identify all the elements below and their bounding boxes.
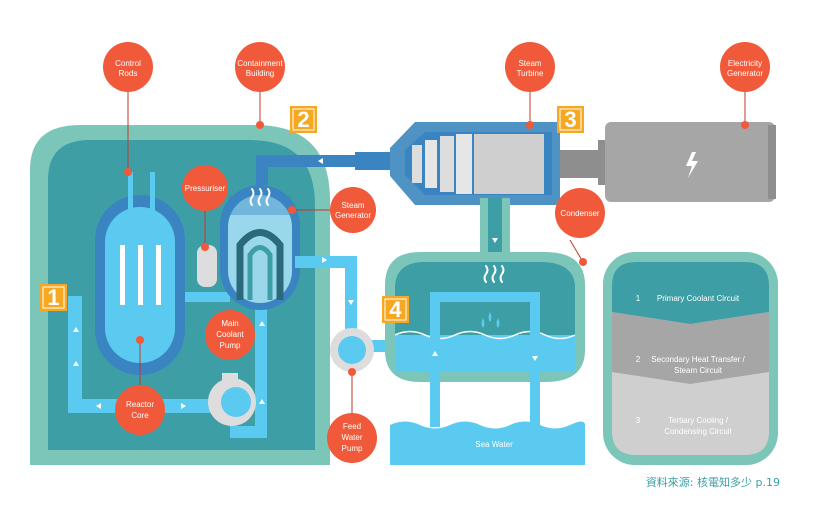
svg-text:1: 1 [636, 294, 641, 303]
lightning-icon [686, 152, 698, 178]
svg-text:Feed: Feed [343, 422, 361, 431]
svg-text:Core: Core [131, 411, 149, 420]
callout-condenser: Condenser [555, 188, 605, 238]
svg-text:3: 3 [636, 416, 641, 425]
sea-water-label: Sea Water [475, 440, 513, 449]
svg-text:Electricity: Electricity [728, 59, 762, 68]
marker-1: 1 [40, 284, 67, 311]
reactor-vessel [95, 172, 185, 375]
svg-text:Tertiary Cooling /: Tertiary Cooling / [668, 416, 729, 425]
svg-text:Steam: Steam [518, 59, 541, 68]
svg-text:Turbine: Turbine [517, 69, 544, 78]
callout-dots [124, 121, 749, 376]
svg-text:2: 2 [297, 107, 309, 132]
legend-item-2: 2 Secondary Heat Transfer / Steam Circui… [636, 355, 746, 375]
svg-text:Reactor: Reactor [126, 400, 154, 409]
svg-text:Steam Circuit: Steam Circuit [674, 366, 723, 375]
svg-text:Containment: Containment [237, 59, 283, 68]
callout-leaders [127, 90, 746, 413]
steam-icon [249, 188, 505, 283]
callout-control-rods: Control Rods [103, 42, 153, 92]
svg-text:3: 3 [564, 107, 576, 132]
callout-electricity-generator: Electricity Generator [720, 42, 770, 92]
svg-text:2: 2 [636, 355, 641, 364]
source-citation: 資料來源: 核電知多少 p.19 [645, 476, 780, 489]
callout-main-coolant-pump: Main Coolant Pump [205, 310, 255, 360]
svg-text:Coolant: Coolant [216, 330, 244, 339]
feed-water-pump [330, 328, 374, 372]
callout-containment-building: Containment Building [235, 42, 285, 92]
callout-steam-turbine: Steam Turbine [505, 42, 555, 92]
legend-panel: 1 Primary Coolant Circuit 2 Secondary He… [603, 252, 778, 465]
flow-arrow-icon [73, 158, 538, 409]
svg-text:1: 1 [47, 285, 59, 310]
svg-text:Generator: Generator [727, 69, 763, 78]
svg-text:Rods: Rods [119, 69, 138, 78]
svg-text:Steam: Steam [341, 201, 364, 210]
callout-steam-generator: Steam Generator [330, 187, 376, 233]
pressuriser [197, 245, 217, 287]
steam-line [256, 152, 390, 185]
callout-reactor-core: Reactor Core [115, 385, 165, 435]
svg-text:Condenser: Condenser [560, 209, 599, 218]
condenser [385, 198, 585, 382]
legend-item-1: 1 Primary Coolant Circuit [636, 294, 740, 303]
electricity-generator [560, 122, 776, 202]
svg-text:Secondary Heat Transfer /: Secondary Heat Transfer / [651, 355, 745, 364]
marker-2: 2 [290, 106, 317, 133]
svg-text:Pump: Pump [342, 444, 363, 453]
svg-text:4: 4 [389, 297, 402, 322]
callout-pressuriser: Pressuriser [182, 165, 228, 211]
steam-turbine [390, 122, 560, 205]
marker-4: 4 [382, 296, 409, 323]
svg-text:Pump: Pump [220, 341, 241, 350]
svg-text:Generator: Generator [335, 211, 371, 220]
svg-text:Pressuriser: Pressuriser [185, 184, 226, 193]
main-coolant-pump [208, 373, 256, 426]
svg-text:Condensing Circuit: Condensing Circuit [664, 427, 732, 436]
steam-generator [220, 185, 300, 310]
legend-item-3: 3 Tertiary Cooling / Condensing Circuit [636, 416, 733, 436]
svg-text:Building: Building [246, 69, 274, 78]
svg-text:Water: Water [341, 433, 362, 442]
svg-text:Main: Main [221, 319, 238, 328]
callout-feed-water-pump: Feed Water Pump [327, 413, 377, 463]
svg-text:Control: Control [115, 59, 141, 68]
marker-3: 3 [557, 106, 584, 133]
svg-text:Primary Coolant Circuit: Primary Coolant Circuit [657, 294, 740, 303]
